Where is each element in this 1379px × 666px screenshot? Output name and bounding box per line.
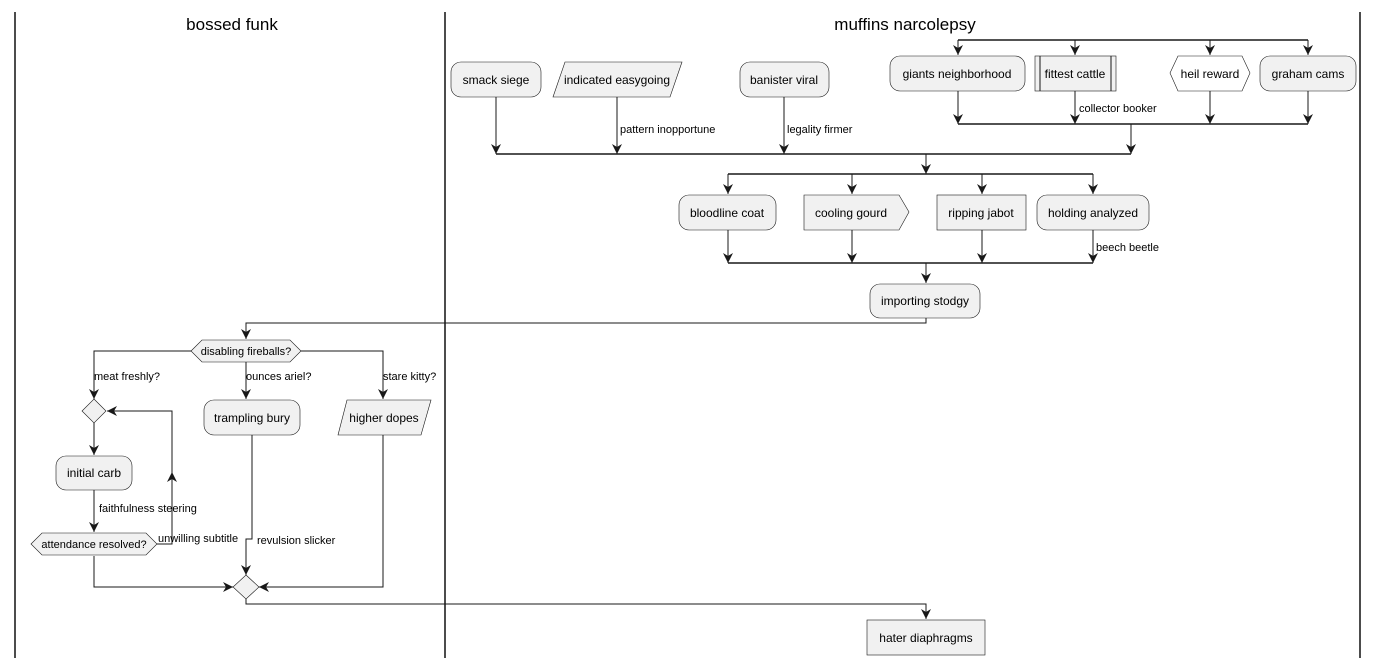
edge-attendance-back-up	[157, 472, 177, 545]
activity-ripping-jabot[interactable]: ripping jabot	[936, 194, 1027, 231]
activity-trampling-bury[interactable]: trampling bury	[203, 399, 301, 436]
node-label: indicated easygoing	[564, 73, 670, 87]
edge-label-stare-kitty: stare kitty?	[383, 371, 436, 383]
node-label: hater diaphragms	[879, 631, 972, 645]
io-higher-dopes[interactable]: higher dopes	[337, 399, 432, 436]
edge-label-collector-booker: collector booker	[1079, 103, 1157, 115]
sync-bars	[496, 39, 1308, 264]
send-signal-cooling-gourd[interactable]: cooling gourd	[803, 194, 910, 231]
edge-merge-to-hater	[245, 599, 931, 619]
node-label: importing stodgy	[881, 294, 969, 308]
activity-holding-analyzed[interactable]: holding analyzed	[1036, 194, 1150, 231]
edge-labels: pattern inopportune legality firmer coll…	[94, 103, 1159, 547]
activity-initial-carb[interactable]: initial carb	[55, 455, 133, 491]
activity-banister-viral[interactable]: banister viral	[739, 61, 830, 98]
subprocess-fittest-cattle[interactable]: fittest cattle	[1034, 55, 1117, 92]
condition-heil-reward[interactable]: heil reward	[1169, 55, 1251, 92]
node-label: higher dopes	[349, 411, 418, 425]
swimlane-dividers	[14, 12, 1361, 658]
edge-importing-to-decision	[241, 318, 927, 339]
edge-trampling-to-merge	[241, 435, 253, 575]
merge-diamond	[232, 574, 260, 600]
node-label: banister viral	[750, 73, 818, 87]
node-label: holding analyzed	[1048, 206, 1138, 220]
edge-label-legality-firmer: legality firmer	[787, 124, 853, 136]
edge-label-meat-freshly: meat freshly?	[94, 371, 160, 383]
edge-decision-stare-kitty	[301, 350, 388, 399]
node-label: ripping jabot	[948, 206, 1014, 220]
io-indicated-easygoing[interactable]: indicated easygoing	[552, 61, 683, 98]
edges	[89, 40, 1313, 619]
edge-back-to-loop	[107, 406, 173, 472]
edge-label-revulsion-slicker: revulsion slicker	[257, 535, 336, 547]
edge-label-faithfulness-steering: faithfulness steering	[99, 503, 197, 515]
node-label: initial carb	[67, 466, 121, 480]
decision-attendance-resolved[interactable]: attendance resolved?	[30, 532, 158, 556]
activity-importing-stodgy[interactable]: importing stodgy	[869, 283, 981, 319]
edge-higher-dopes-to-merge	[259, 435, 384, 592]
activity-bloodline-coat[interactable]: bloodline coat	[678, 194, 777, 231]
node-label: smack siege	[463, 73, 530, 87]
activity-hater-diaphragms[interactable]: hater diaphragms	[866, 619, 986, 656]
lane-title-bossed-funk: bossed funk	[186, 15, 278, 34]
node-label: graham cams	[1272, 67, 1345, 81]
edge-decision-meat-freshly	[89, 350, 191, 399]
activity-smack-siege[interactable]: smack siege	[450, 61, 542, 98]
edge-label-beech-beetle: beech beetle	[1096, 242, 1159, 254]
edge-label-unwilling-subtitle: unwilling subtitle	[158, 533, 238, 545]
node-label: attendance resolved?	[41, 539, 146, 551]
activity-graham-cams[interactable]: graham cams	[1259, 55, 1357, 92]
node-label: fittest cattle	[1045, 67, 1106, 81]
node-label: giants neighborhood	[903, 67, 1012, 81]
decision-disabling-fireballs[interactable]: disabling fireballs?	[190, 339, 302, 363]
lane-title-muffins-narcolepsy: muffins narcolepsy	[834, 15, 976, 34]
edge-label-pattern-inopportune: pattern inopportune	[620, 124, 715, 136]
edge-label-ounces-ariel: ounces ariel?	[246, 371, 311, 383]
loop-merge-diamond	[81, 398, 107, 424]
node-label: heil reward	[1181, 67, 1240, 81]
node-label: cooling gourd	[815, 206, 887, 220]
activity-giants-neighborhood[interactable]: giants neighborhood	[889, 55, 1026, 92]
edge-attendance-to-merge	[93, 556, 233, 592]
node-label: bloodline coat	[690, 206, 765, 220]
node-label: disabling fireballs?	[201, 346, 292, 358]
nodes: smack siege indicated easygoing banister…	[30, 55, 1357, 656]
node-label: trampling bury	[214, 411, 290, 425]
